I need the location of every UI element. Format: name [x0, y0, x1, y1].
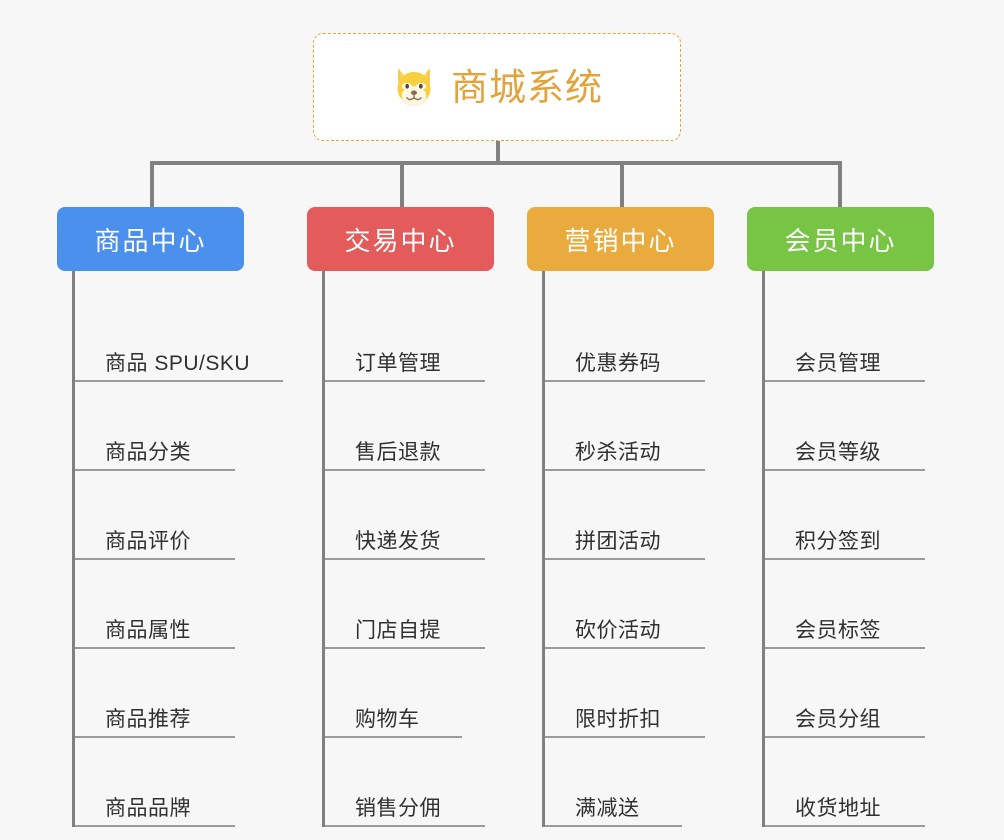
leaf-item[interactable]: 销售分佣 — [325, 738, 507, 827]
leaf-underline — [545, 380, 705, 382]
leaf-label: 优惠券码 — [575, 351, 661, 375]
leaf-label: 限时折扣 — [575, 707, 661, 731]
root-node[interactable]: 商城系统 — [313, 33, 681, 141]
leaf-label: 商品评价 — [105, 529, 191, 553]
leaf-item[interactable]: 门店自提 — [325, 560, 507, 649]
leaf-underline — [545, 469, 705, 471]
leaf-underline — [545, 647, 705, 649]
branch-label-0: 商品中心 — [94, 225, 207, 256]
leaf-item[interactable]: 会员管理 — [765, 293, 947, 382]
leaf-underline — [325, 825, 485, 827]
leaf-underline — [75, 380, 283, 382]
leaf-label: 会员标签 — [795, 618, 881, 642]
shiba-dog-icon — [397, 68, 431, 107]
leaf-item[interactable]: 商品品牌 — [75, 738, 287, 827]
leaf-underline — [325, 469, 485, 471]
connector-horizontal-bar — [150, 161, 842, 165]
leaf-item[interactable]: 售后退款 — [325, 382, 507, 471]
leaf-label: 商品分类 — [105, 440, 191, 464]
branch-header-1[interactable]: 交易中心 — [307, 207, 494, 271]
leaf-label: 购物车 — [355, 707, 420, 731]
branch-label-2: 营销中心 — [564, 225, 677, 256]
leaf-underline — [75, 825, 235, 827]
leaf-label: 拼团活动 — [575, 529, 661, 553]
leaf-underline — [325, 736, 462, 738]
branch-column-1: 交易中心 订单管理 售后退款 快递发货 门店自提 购物车 — [307, 207, 507, 827]
root-title: 商城系统 — [451, 66, 603, 108]
leaf-underline — [75, 558, 235, 560]
leaf-label: 会员管理 — [795, 351, 881, 375]
leaf-item[interactable]: 会员分组 — [765, 649, 947, 738]
leaf-underline — [545, 825, 682, 827]
leaf-item[interactable]: 购物车 — [325, 649, 507, 738]
leaf-item[interactable]: 秒杀活动 — [545, 382, 727, 471]
branch-body-2: 优惠券码 秒杀活动 拼团活动 砍价活动 限时折扣 满减送 — [542, 271, 727, 827]
leaf-underline — [75, 469, 235, 471]
leaf-item[interactable]: 快递发货 — [325, 471, 507, 560]
leaf-label: 秒杀活动 — [575, 440, 661, 464]
leaf-item[interactable]: 积分签到 — [765, 471, 947, 560]
leaf-item[interactable]: 限时折扣 — [545, 649, 727, 738]
leaf-label: 商品推荐 — [105, 707, 191, 731]
leaf-label: 订单管理 — [355, 351, 441, 375]
leaf-underline — [325, 558, 485, 560]
leaf-label: 商品品牌 — [105, 796, 191, 820]
branch-body-1: 订单管理 售后退款 快递发货 门店自提 购物车 销售分佣 — [322, 271, 507, 827]
branch-label-1: 交易中心 — [344, 225, 457, 256]
leaf-item[interactable]: 砍价活动 — [545, 560, 727, 649]
branch-label-3: 会员中心 — [784, 225, 897, 256]
leaf-label: 会员等级 — [795, 440, 881, 464]
branch-body-0: 商品 SPU/SKU 商品分类 商品评价 商品属性 商品推荐 商品品牌 — [72, 271, 287, 827]
leaf-label: 满减送 — [575, 796, 640, 820]
leaf-underline — [325, 647, 485, 649]
connector-drop-1 — [400, 161, 404, 207]
leaf-item[interactable]: 商品分类 — [75, 382, 287, 471]
leaf-label: 快递发货 — [355, 529, 441, 553]
leaf-item[interactable]: 拼团活动 — [545, 471, 727, 560]
leaf-label: 商品属性 — [105, 618, 191, 642]
leaf-underline — [765, 380, 925, 382]
leaf-label: 收货地址 — [795, 796, 881, 820]
leaf-underline — [765, 558, 925, 560]
branch-body-3: 会员管理 会员等级 积分签到 会员标签 会员分组 收货地址 — [762, 271, 947, 827]
branch-column-0: 商品中心 商品 SPU/SKU 商品分类 商品评价 商品属性 商品推荐 — [57, 207, 287, 827]
leaf-underline — [765, 736, 925, 738]
leaf-underline — [765, 647, 925, 649]
leaf-item[interactable]: 收货地址 — [765, 738, 947, 827]
leaf-label: 销售分佣 — [355, 796, 441, 820]
leaf-underline — [545, 736, 705, 738]
branch-header-2[interactable]: 营销中心 — [527, 207, 714, 271]
leaf-underline — [325, 380, 485, 382]
leaf-item[interactable]: 优惠券码 — [545, 293, 727, 382]
leaf-item[interactable]: 商品评价 — [75, 471, 287, 560]
leaf-item[interactable]: 满减送 — [545, 738, 727, 827]
branch-column-2: 营销中心 优惠券码 秒杀活动 拼团活动 砍价活动 限时折扣 — [527, 207, 727, 827]
leaf-underline — [75, 736, 235, 738]
leaf-label: 积分签到 — [795, 529, 881, 553]
leaf-underline — [545, 558, 705, 560]
leaf-underline — [765, 825, 925, 827]
leaf-item[interactable]: 会员等级 — [765, 382, 947, 471]
leaf-label: 会员分组 — [795, 707, 881, 731]
leaf-item[interactable]: 商品 SPU/SKU — [75, 293, 287, 382]
leaf-item[interactable]: 商品推荐 — [75, 649, 287, 738]
leaf-item[interactable]: 商品属性 — [75, 560, 287, 649]
leaf-label: 售后退款 — [355, 440, 441, 464]
branch-header-3[interactable]: 会员中心 — [747, 207, 934, 271]
leaf-underline — [765, 469, 925, 471]
connector-root-stem — [496, 141, 500, 164]
connector-drop-0 — [150, 161, 154, 207]
leaf-item[interactable]: 订单管理 — [325, 293, 507, 382]
leaf-item[interactable]: 会员标签 — [765, 560, 947, 649]
branch-header-0[interactable]: 商品中心 — [57, 207, 244, 271]
branch-column-3: 会员中心 会员管理 会员等级 积分签到 会员标签 会员分组 — [747, 207, 947, 827]
leaf-underline — [75, 647, 235, 649]
connector-drop-3 — [838, 161, 842, 207]
leaf-label: 商品 SPU/SKU — [105, 351, 251, 375]
leaf-label: 砍价活动 — [575, 618, 661, 642]
leaf-label: 门店自提 — [355, 618, 441, 642]
connector-drop-2 — [620, 161, 624, 207]
